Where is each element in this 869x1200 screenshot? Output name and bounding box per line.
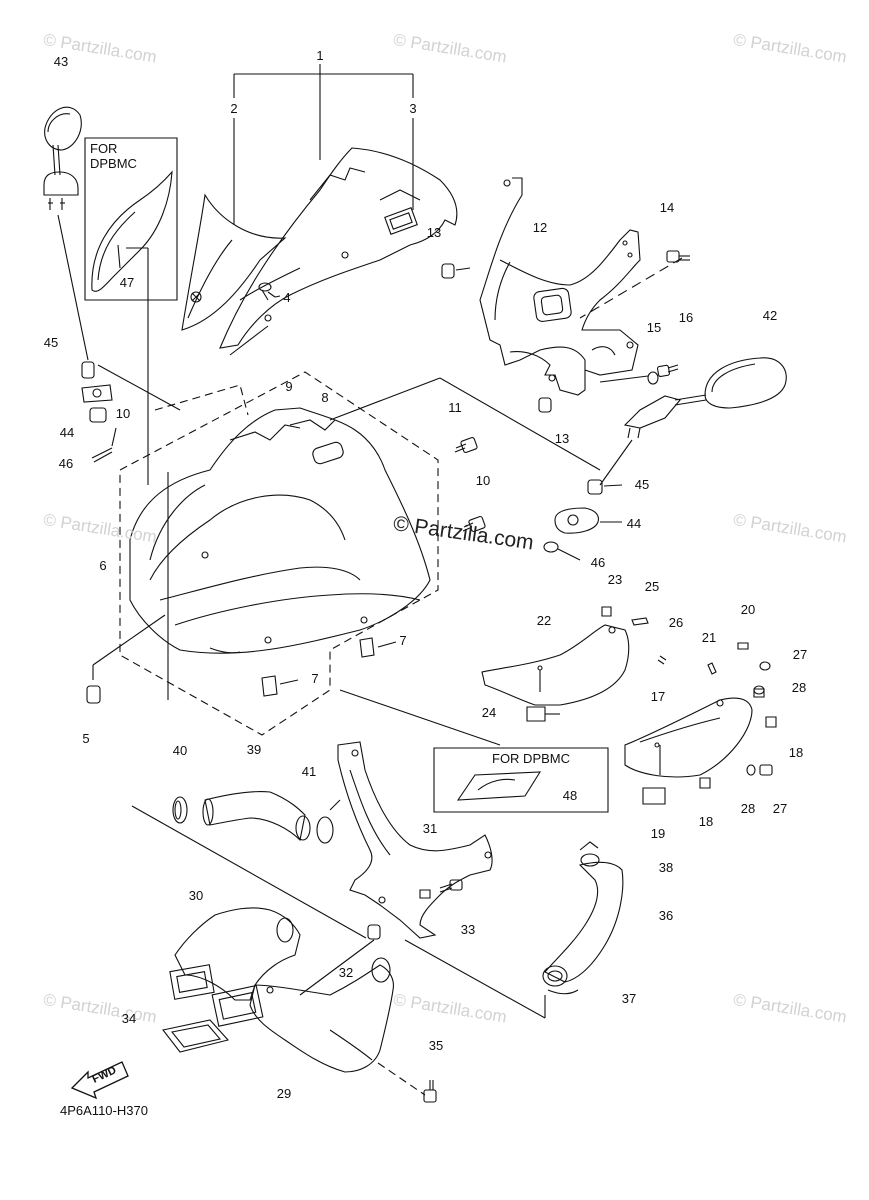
callout-37[interactable]: 37: [621, 991, 637, 1006]
leader: [330, 378, 440, 420]
duct-part-39: [173, 792, 340, 843]
hose-part-36: [543, 842, 623, 994]
callout-30[interactable]: 30: [188, 888, 204, 903]
note-line: DPBMC: [90, 156, 137, 171]
callout-27[interactable]: 27: [772, 801, 788, 816]
callout-14[interactable]: 14: [659, 200, 675, 215]
grommet-part-32: [368, 925, 380, 939]
callout-33[interactable]: 33: [460, 922, 476, 937]
callout-38[interactable]: 38: [658, 860, 674, 875]
callout-12[interactable]: 12: [532, 220, 548, 235]
callout-32[interactable]: 32: [338, 965, 354, 980]
callout-2[interactable]: 2: [230, 101, 238, 116]
callout-29[interactable]: 29: [276, 1086, 292, 1101]
dpbmc-box-bottom: [434, 748, 608, 812]
callout-46[interactable]: 46: [590, 555, 606, 570]
clip-part-7: [262, 638, 396, 696]
fwd-arrow-icon: [72, 1062, 128, 1098]
callout-11[interactable]: 11: [448, 400, 462, 415]
callout-18[interactable]: 18: [698, 814, 714, 829]
callout-10[interactable]: 10: [115, 406, 131, 421]
callout-5[interactable]: 5: [82, 731, 90, 746]
left-grommets: [82, 362, 180, 462]
diagram-code: 4P6A110-H370: [60, 1103, 148, 1118]
dashed-frame-cowl: [120, 372, 438, 735]
callout-43[interactable]: 43: [53, 54, 69, 69]
callout-16[interactable]: 16: [678, 310, 694, 325]
callout-45[interactable]: 45: [43, 335, 59, 350]
inner-panel-part-17: [625, 662, 776, 804]
grommet-part-13: [442, 264, 551, 412]
callout-36[interactable]: 36: [658, 908, 674, 923]
dpbmc-box-top: [85, 138, 177, 300]
duct-part-30: [170, 908, 300, 1026]
callout-34[interactable]: 34: [121, 1011, 137, 1026]
callout-45[interactable]: 45: [634, 477, 650, 492]
callout-7[interactable]: 7: [311, 671, 319, 686]
right-grommets: [544, 480, 622, 560]
upper-cowl-part-3: [220, 148, 457, 348]
grommet-part-5: [87, 615, 165, 703]
callout-6[interactable]: 6: [99, 558, 107, 573]
callout-40[interactable]: 40: [172, 743, 188, 758]
frame-stay-part-31: [338, 742, 492, 938]
callout-20[interactable]: 20: [740, 602, 756, 617]
callout-27[interactable]: 27: [792, 647, 808, 662]
windscreen-part-2: [182, 195, 285, 330]
small-parts-20-21-25-26: [632, 618, 748, 674]
note-line: FOR: [90, 141, 118, 156]
fasteners-14-15-16: [580, 251, 690, 384]
note-for-dpbmc-bottom: FOR DPBMC: [492, 751, 570, 766]
seal-part-34: [163, 1020, 228, 1052]
callout-19[interactable]: 19: [650, 826, 666, 841]
callout-44[interactable]: 44: [626, 516, 642, 531]
callout-24[interactable]: 24: [481, 705, 497, 720]
mirror-part-42: [600, 358, 786, 485]
callout-10[interactable]: 10: [475, 473, 491, 488]
duct-part-29: [250, 958, 393, 1072]
callout-13[interactable]: 13: [554, 431, 570, 446]
screw-part-4: [230, 283, 280, 355]
stay-part-12: [480, 178, 640, 395]
callout-25[interactable]: 25: [644, 579, 660, 594]
callout-28[interactable]: 28: [791, 680, 807, 695]
callout-17[interactable]: 17: [650, 689, 666, 704]
callout-28[interactable]: 28: [740, 801, 756, 816]
callout-46[interactable]: 46: [58, 456, 74, 471]
callout-47[interactable]: 47: [119, 275, 135, 290]
note-for-dpbmc-top: FOR DPBMC: [90, 141, 137, 171]
callout-26[interactable]: 26: [668, 615, 684, 630]
callout-15[interactable]: 15: [646, 320, 662, 335]
callout-22[interactable]: 22: [536, 613, 552, 628]
callout-31[interactable]: 31: [422, 821, 438, 836]
callout-21[interactable]: 21: [701, 630, 717, 645]
callout-41[interactable]: 41: [301, 764, 317, 779]
callout-42[interactable]: 42: [762, 308, 778, 323]
callout-35[interactable]: 35: [428, 1038, 444, 1053]
callout-18[interactable]: 18: [788, 745, 804, 760]
callout-8[interactable]: 8: [321, 390, 329, 405]
mirror-part-43: [44, 107, 88, 360]
callout-44[interactable]: 44: [59, 425, 75, 440]
callout-7[interactable]: 7: [399, 633, 407, 648]
inner-panel-part-22: [482, 607, 629, 721]
callout-13[interactable]: 13: [426, 225, 442, 240]
callout-39[interactable]: 39: [246, 742, 262, 757]
callout-23[interactable]: 23: [607, 572, 623, 587]
bracket-1: [234, 64, 413, 225]
bolt-part-33: [440, 880, 462, 892]
callout-1[interactable]: 1: [316, 48, 324, 63]
callout-4[interactable]: 4: [283, 290, 291, 305]
screws-10-11: [455, 437, 486, 532]
front-cowl-part-6: [130, 408, 430, 653]
callout-3[interactable]: 3: [409, 101, 417, 116]
callout-48[interactable]: 48: [562, 788, 578, 803]
bolt-part-35: [424, 1080, 436, 1102]
callout-9[interactable]: 9: [285, 379, 293, 394]
